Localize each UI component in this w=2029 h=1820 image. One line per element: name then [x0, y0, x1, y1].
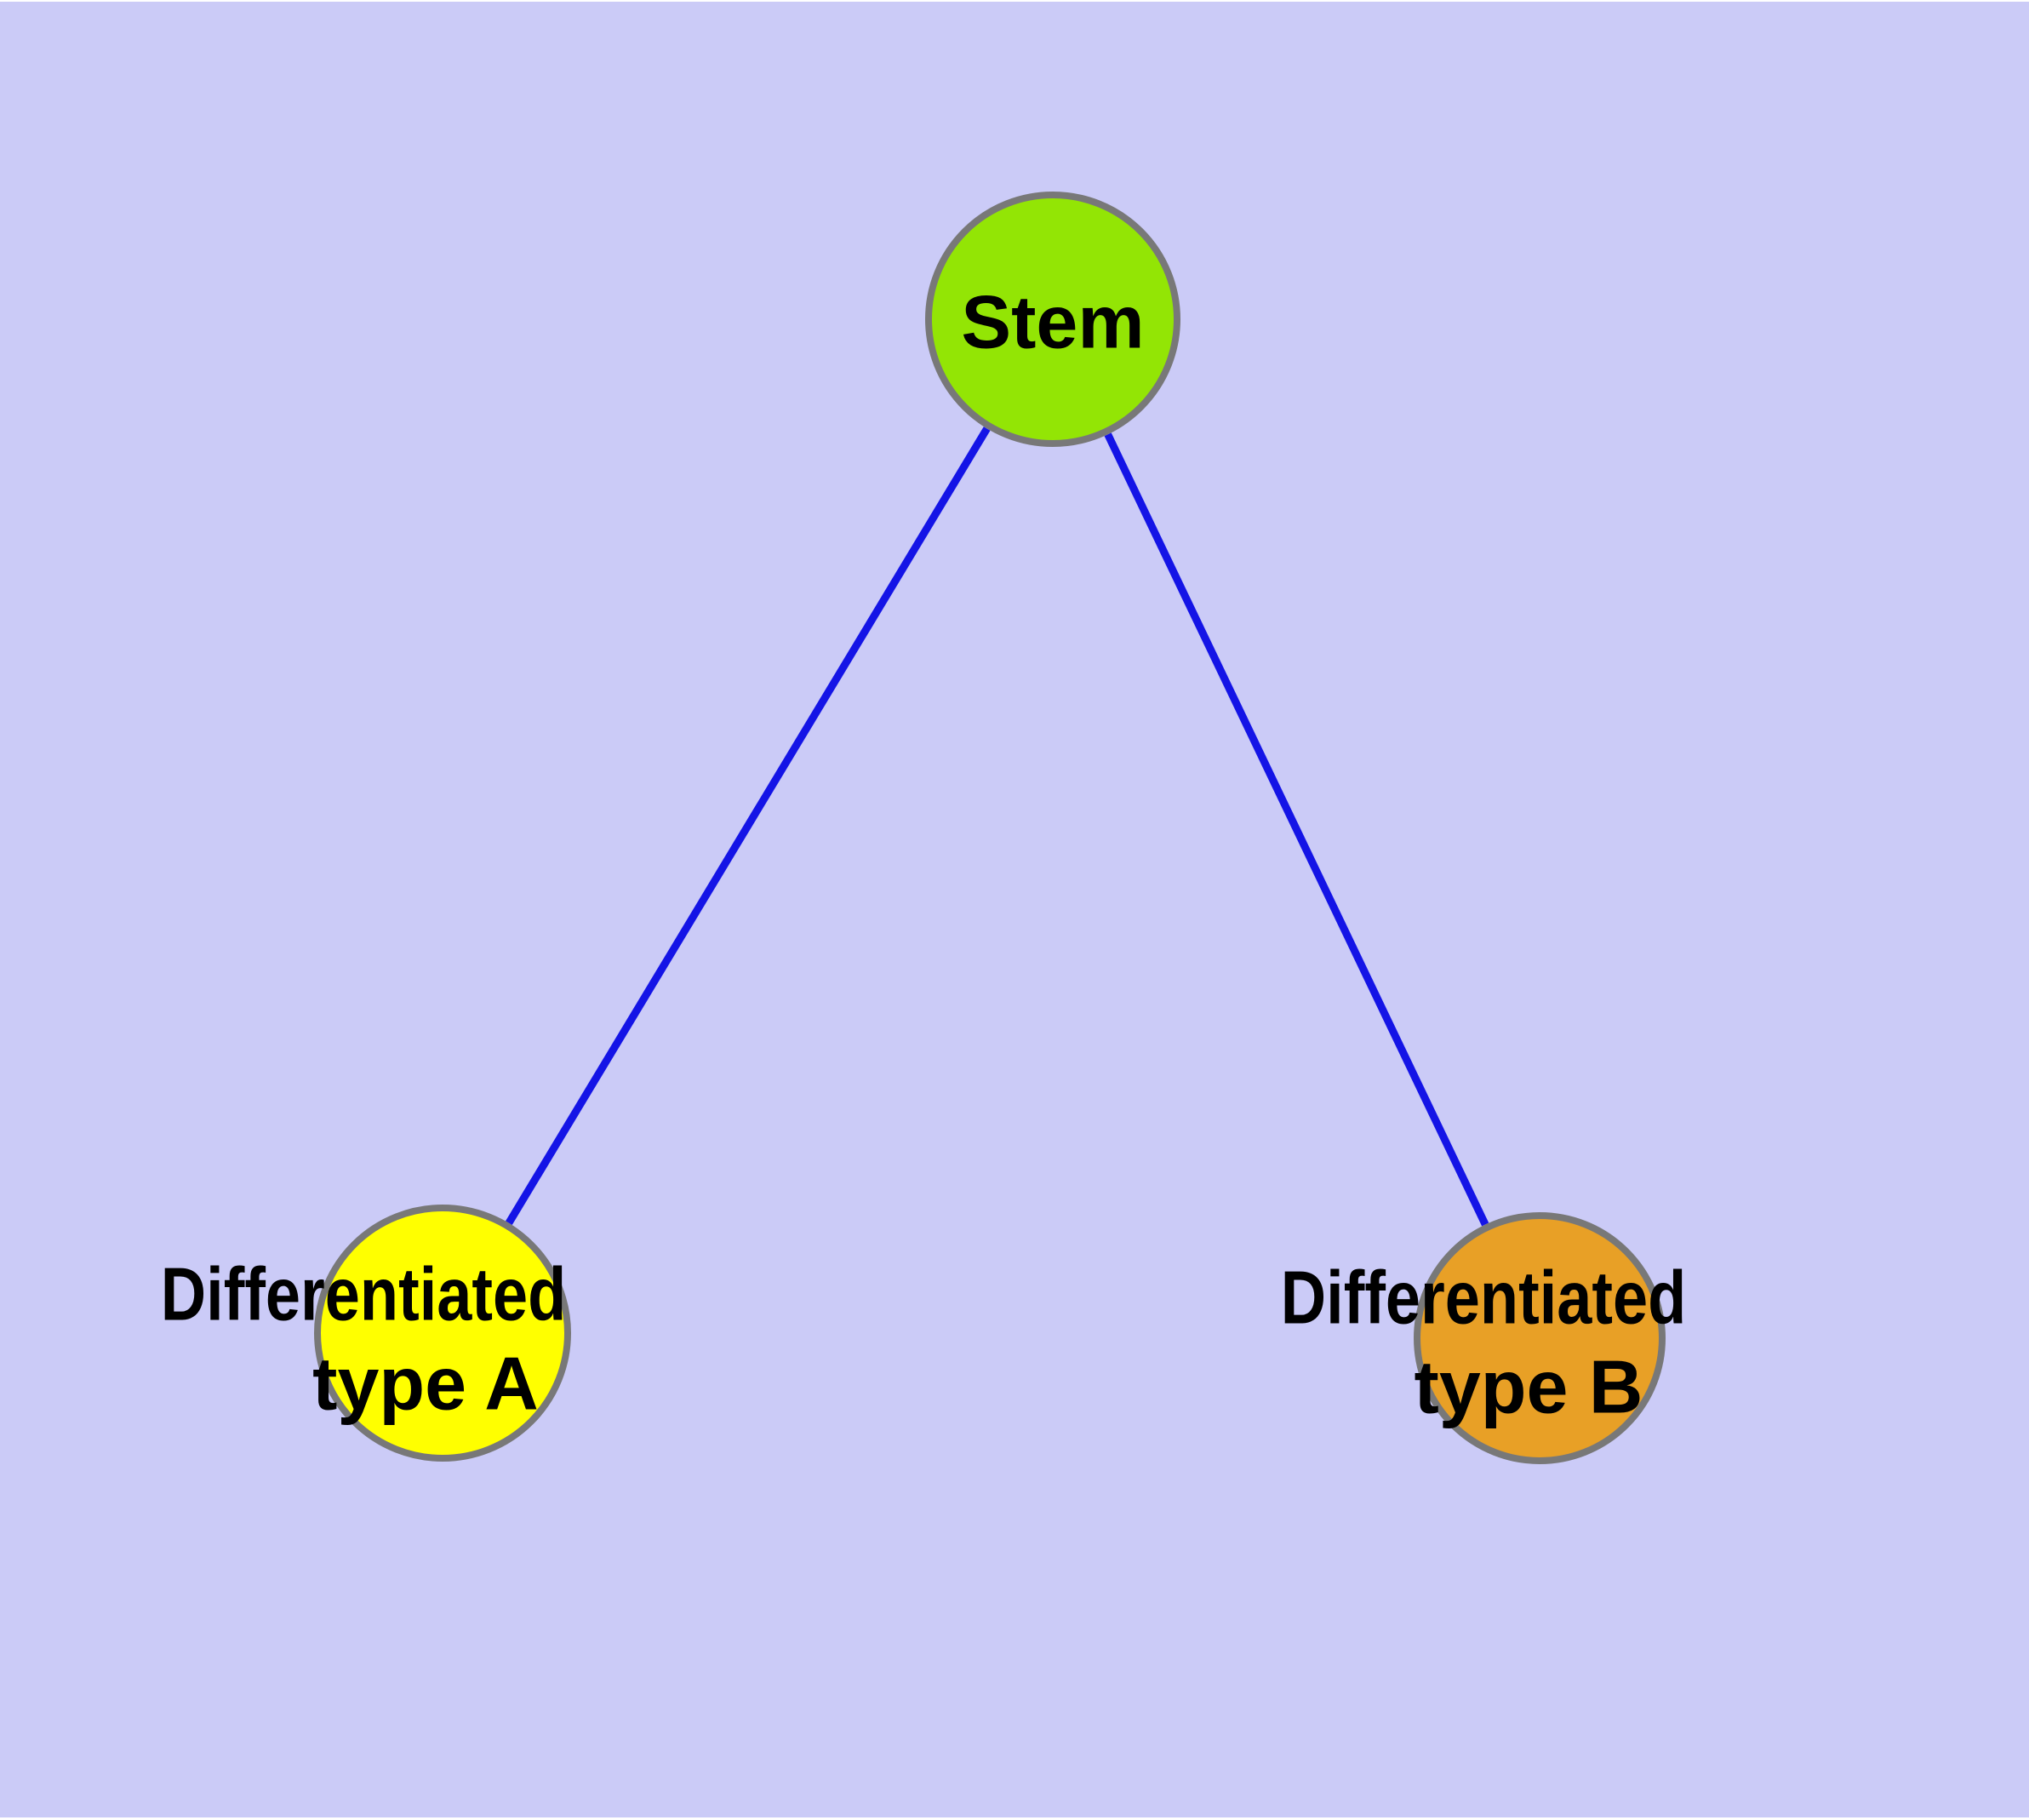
- node-label-diff-b-line-2: type B: [1414, 1344, 1643, 1428]
- node-label-diff-a-line-2: type A: [312, 1341, 539, 1425]
- edge-stem-to-diff-b: [1104, 432, 1489, 1227]
- node-label-stem-line-1: Stem: [961, 279, 1145, 364]
- node-diff-a: [314, 1205, 571, 1462]
- node-label-diff-a-line-1: Differentiated: [160, 1251, 567, 1336]
- node-stem: [925, 192, 1180, 447]
- node-diff-b: [1414, 1212, 1666, 1464]
- edge-stem-to-diff-a: [506, 426, 991, 1225]
- node-label-diff-b-line-1: Differentiated: [1280, 1255, 1687, 1339]
